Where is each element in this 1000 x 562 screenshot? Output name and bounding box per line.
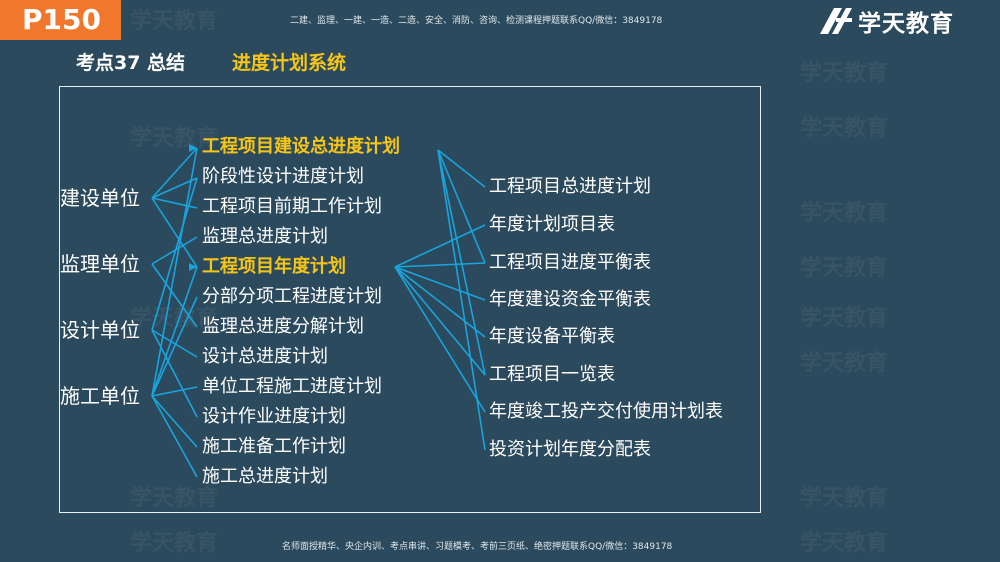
watermark-text: 学天教育 xyxy=(800,351,889,376)
connector-line xyxy=(437,149,486,376)
arrowhead xyxy=(189,263,197,271)
watermark-text: 学天教育 xyxy=(130,306,219,331)
document-item: 年度计划项目表 xyxy=(489,214,615,235)
watermark-text: 学天教育 xyxy=(130,531,219,556)
diagram-frame xyxy=(59,86,761,513)
connector-line xyxy=(151,197,198,209)
connector-line xyxy=(394,266,486,338)
connector-line xyxy=(151,147,198,397)
connector-line xyxy=(151,197,198,268)
watermark-text: 学天教育 xyxy=(800,201,889,226)
plan-item: 工程项目年度计划 xyxy=(202,256,346,277)
watermark-text: 学天教育 xyxy=(130,9,219,34)
document-item: 工程项目进度平衡表 xyxy=(489,252,651,273)
party-contractor: 施工单位 xyxy=(60,384,140,408)
watermark-text: 学天教育 xyxy=(800,486,889,511)
connector-line xyxy=(151,395,198,478)
connector-line xyxy=(151,395,198,448)
connector-line xyxy=(394,266,486,301)
connector-line xyxy=(394,266,486,413)
page-subtitle: 进度计划系统 xyxy=(232,52,347,74)
page-title: 考点37 总结 xyxy=(76,52,186,74)
connector-line xyxy=(394,224,486,268)
connector-line xyxy=(151,236,198,265)
connector-line xyxy=(151,266,198,397)
connector-line xyxy=(151,296,198,397)
party-supervisor: 监理单位 xyxy=(60,252,140,276)
connector-line xyxy=(151,177,198,331)
page-number-badge: P150 xyxy=(0,0,121,40)
connector-line xyxy=(151,147,198,199)
logo-text: 学天教育 xyxy=(858,11,954,37)
document-item: 工程项目一览表 xyxy=(489,364,615,385)
arrowhead xyxy=(189,144,197,152)
plan-item: 工程项目前期工作计划 xyxy=(202,196,382,217)
plan-item: 设计总进度计划 xyxy=(202,346,328,367)
plan-item: 工程项目建设总进度计划 xyxy=(202,136,400,157)
watermark-text: 学天教育 xyxy=(800,61,889,86)
watermark-text: 学天教育 xyxy=(800,531,889,556)
watermark-text: 学天教育 xyxy=(130,486,219,511)
plan-item: 分部分项工程进度计划 xyxy=(202,286,382,307)
party-designer: 设计单位 xyxy=(60,318,140,342)
connector-line xyxy=(151,386,198,397)
watermark-text: 学天教育 xyxy=(130,126,219,151)
connector-line xyxy=(151,263,198,328)
connector-line xyxy=(394,266,486,376)
party-owner: 建设单位 xyxy=(60,186,140,210)
document-item: 年度建设资金平衡表 xyxy=(489,289,651,310)
plan-item: 阶段性设计进度计划 xyxy=(202,166,364,187)
connector-line xyxy=(151,177,198,199)
document-item: 年度设备平衡表 xyxy=(489,326,615,347)
document-item: 工程项目总进度计划 xyxy=(489,176,651,197)
connector-line xyxy=(151,329,198,418)
connector-line xyxy=(437,149,486,188)
connector-line xyxy=(437,149,486,451)
document-item: 年度竣工投产交付使用计划表 xyxy=(489,401,723,422)
top-contact-note: 二建、监理、一建、一造、二造、安全、消防、咨询、检测课程押题联系QQ/微信：38… xyxy=(290,16,663,26)
plan-item: 单位工程施工进度计划 xyxy=(202,376,382,397)
connector-line xyxy=(151,329,198,358)
connector-line xyxy=(394,262,486,268)
brand-logo: 学天教育 xyxy=(820,6,954,37)
plan-item: 施工准备工作计划 xyxy=(202,436,346,457)
plan-item: 施工总进度计划 xyxy=(202,466,328,487)
logo-mark-icon xyxy=(820,8,852,34)
plan-item: 监理总进度计划 xyxy=(202,226,328,247)
connector-line xyxy=(437,149,486,264)
watermark-text: 学天教育 xyxy=(800,256,889,281)
watermark-text: 学天教育 xyxy=(800,306,889,331)
document-item: 投资计划年度分配表 xyxy=(489,439,651,460)
bottom-contact-note: 名师面授精华、央企内训、考点串讲、习题模考、考前三页纸、绝密押题联系QQ/微信：… xyxy=(282,542,673,552)
watermark-text: 学天教育 xyxy=(800,116,889,141)
plan-item: 设计作业进度计划 xyxy=(202,406,346,427)
plan-item: 监理总进度分解计划 xyxy=(202,316,364,337)
